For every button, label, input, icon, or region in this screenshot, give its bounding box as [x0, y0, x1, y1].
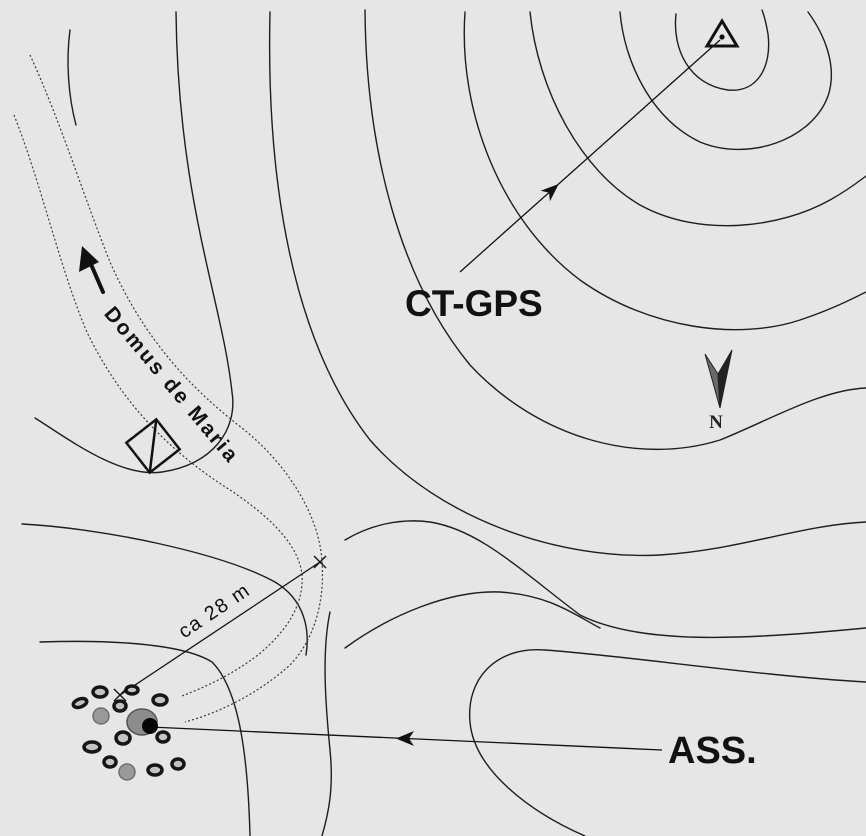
north-label: N [709, 412, 723, 433]
contour-line [344, 591, 601, 649]
stone-icon [170, 757, 186, 771]
contour-line [529, 11, 866, 227]
chevron-arrow-icon [540, 184, 559, 202]
stone-cluster-icon [71, 684, 186, 781]
contour-lines [21, 9, 866, 836]
stone-icon [112, 699, 128, 713]
contour-line [619, 11, 832, 151]
chevron-arrow-icon [396, 731, 414, 746]
stone-icon [151, 693, 169, 707]
road-edge [29, 54, 324, 723]
direction-arrow-icon [79, 246, 105, 294]
stone-icon [124, 684, 140, 696]
gps-sight-line [459, 39, 721, 273]
contour-line [463, 11, 866, 331]
contour-line [468, 649, 866, 836]
ass-point-label: ASS. [668, 730, 757, 772]
stone-icon [91, 685, 109, 699]
contour-line [34, 11, 234, 474]
stone-icon [155, 730, 171, 744]
road-label: Domus de Maria [99, 302, 243, 468]
ass-sight-line [149, 726, 663, 751]
road-edge [13, 114, 303, 697]
contour-line [364, 9, 866, 450]
square-structure-icon [124, 417, 182, 475]
contour-line [344, 520, 866, 639]
stone-icon [102, 755, 118, 769]
contour-line [21, 523, 308, 656]
site-center-dot [142, 718, 158, 734]
triangle-survey-marker-icon [704, 18, 740, 48]
cross-mark-icon [113, 688, 127, 702]
cross-mark-icon [313, 555, 327, 569]
contour-line [321, 611, 332, 836]
contour-line [268, 11, 866, 557]
north-arrow-icon [704, 349, 733, 409]
contour-line [67, 29, 77, 126]
distance-label: ca 28 m [175, 579, 255, 643]
contour-line [674, 9, 770, 91]
stone-icon [82, 740, 102, 754]
distance-measurement: ca 28 m [113, 555, 327, 702]
stone-icon [118, 763, 136, 781]
road [13, 54, 324, 723]
stone-icon [92, 707, 110, 725]
stone-icon [71, 696, 89, 710]
stone-icon [146, 763, 164, 777]
distance-line [119, 561, 321, 696]
contour-line [39, 640, 251, 836]
gps-point-label: CT-GPS [405, 283, 543, 324]
stone-icon [114, 730, 132, 746]
